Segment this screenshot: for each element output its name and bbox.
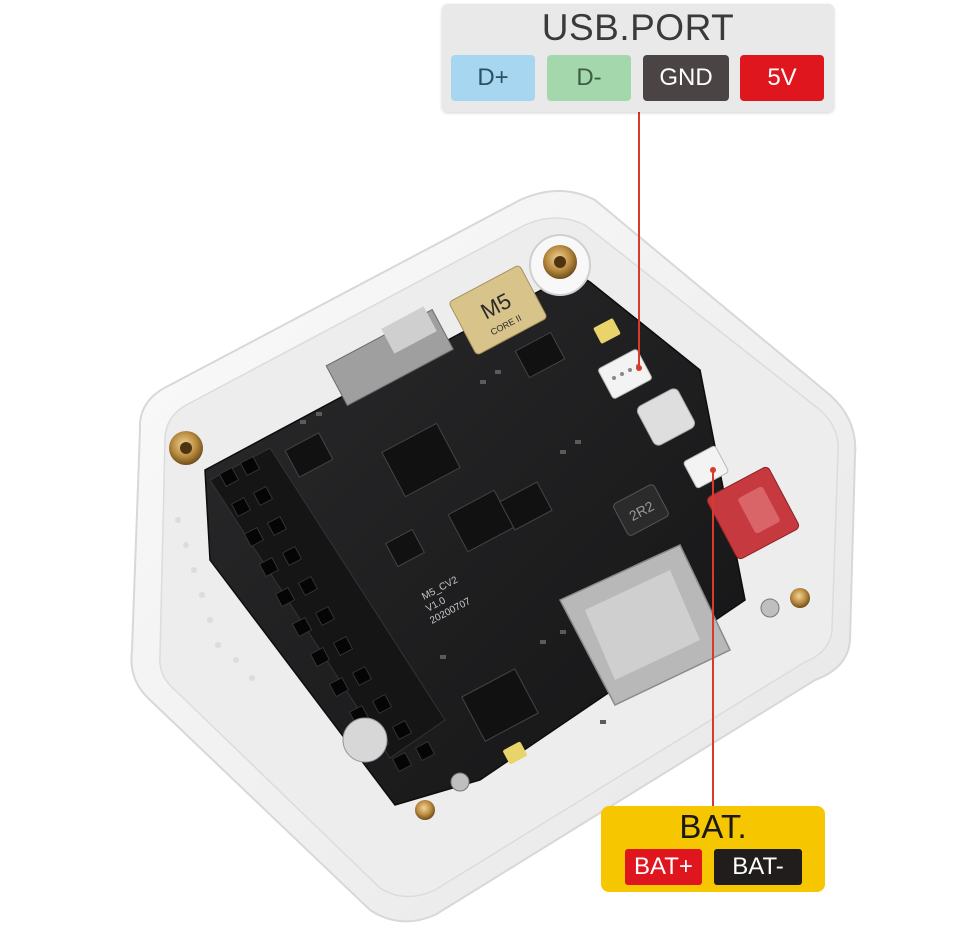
usb-port-callout: USB.PORT D+ D- GND 5V bbox=[442, 4, 834, 112]
pin-d-plus: D+ bbox=[451, 55, 535, 101]
leader-lines bbox=[636, 112, 716, 806]
m5-logo-chip: M5 CORE II bbox=[449, 265, 547, 355]
pin-5v: 5V bbox=[740, 55, 824, 101]
pin-d-minus: D- bbox=[547, 55, 631, 101]
pin-gnd-label: GND bbox=[659, 64, 713, 91]
pin-bat-minus: BAT- bbox=[714, 849, 802, 885]
vibration-motor bbox=[342, 717, 388, 763]
battery-callout: BAT. BAT+ BAT- bbox=[601, 806, 825, 892]
inductor: 2R2 bbox=[613, 484, 669, 536]
usb-c-port bbox=[636, 388, 696, 446]
slide-switch bbox=[325, 306, 454, 407]
ic-chips bbox=[284, 331, 566, 742]
red-connector bbox=[706, 466, 800, 560]
status-led bbox=[503, 741, 527, 765]
pin-bat-plus: BAT+ bbox=[625, 849, 702, 885]
pin-bat-minus-label: BAT- bbox=[732, 853, 784, 880]
pcb-board: 2R2 M5 CORE II M5_CV2 V1.0 20200707 bbox=[204, 265, 800, 806]
battery-title: BAT. bbox=[679, 808, 747, 845]
pin-bat-plus-label: BAT+ bbox=[634, 853, 693, 880]
bat-leader-dot bbox=[710, 467, 716, 473]
usb-leader-dot bbox=[636, 365, 642, 371]
pin-d-plus-label: D+ bbox=[477, 64, 509, 91]
sd-card-slot bbox=[558, 544, 731, 706]
power-led bbox=[593, 318, 621, 344]
pin-d-minus-label: D- bbox=[576, 64, 602, 91]
pin-gnd: GND bbox=[643, 55, 729, 101]
usb-port-title: USB.PORT bbox=[541, 7, 735, 48]
brass-inserts bbox=[169, 234, 810, 820]
pin-5v-label: 5V bbox=[767, 64, 797, 91]
